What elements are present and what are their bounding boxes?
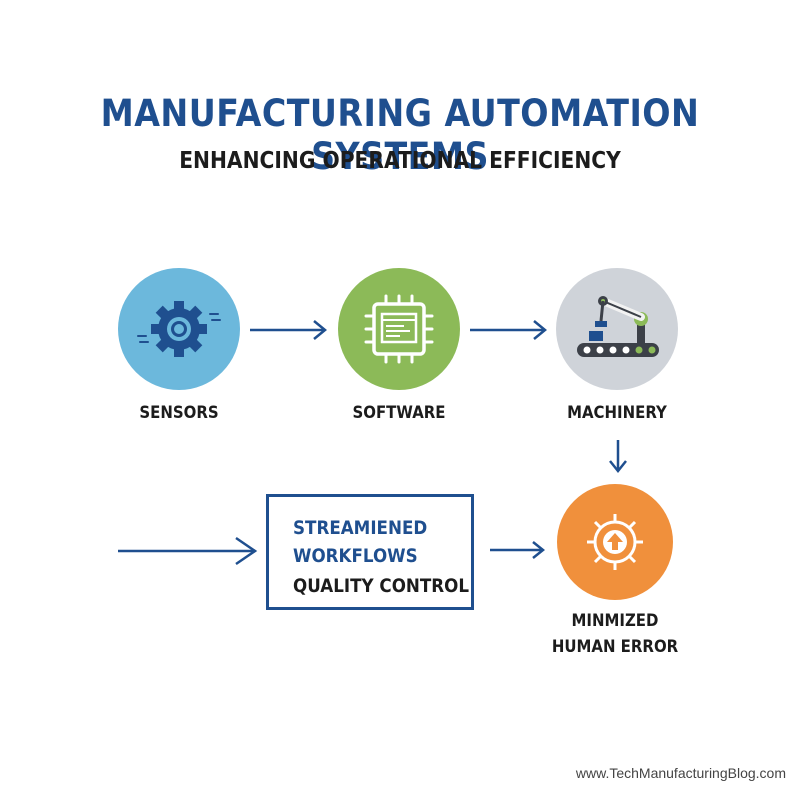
outcome-line-1: STREAMIENED: [293, 517, 428, 539]
software-node: [338, 268, 460, 390]
software-label: SOFTWARE: [352, 403, 446, 423]
page-subtitle: ENHANCING OPERATIONAL EFFICIENCY: [179, 148, 621, 174]
outcome-label-1: MINMIZED: [571, 611, 659, 631]
gear-up-arrow-icon: [573, 500, 657, 584]
outcome-line-2: WORKFLOWS: [293, 545, 418, 567]
arrow-software-to-machinery: [470, 320, 547, 340]
page-title: MANUFACTURING AUTOMATION SYSTEMS: [100, 92, 700, 178]
outcome-label-2: HUMAN ERROR: [551, 637, 679, 657]
sensors-label: SENSORS: [139, 403, 219, 423]
outcome-box: STREAMIENED WORKFLOWS QUALITY CONTROL: [266, 494, 474, 610]
sensors-node: [118, 268, 240, 390]
gear-icon: [134, 284, 224, 374]
arrow-into-outcome-box: [118, 536, 258, 566]
outcome-line-3: QUALITY CONTROL: [293, 575, 470, 597]
chip-icon: [354, 284, 444, 374]
arrow-machinery-to-outcome: [609, 440, 627, 474]
machinery-node: [556, 268, 678, 390]
outcome-node: [557, 484, 673, 600]
arrow-box-to-outcome-node: [490, 541, 546, 559]
machinery-label: MACHINERY: [567, 403, 667, 423]
arrow-sensors-to-software: [250, 320, 327, 340]
robotic-arm-icon: [567, 279, 667, 379]
footer-url[interactable]: www.TechManufacturingBlog.com: [575, 765, 786, 781]
